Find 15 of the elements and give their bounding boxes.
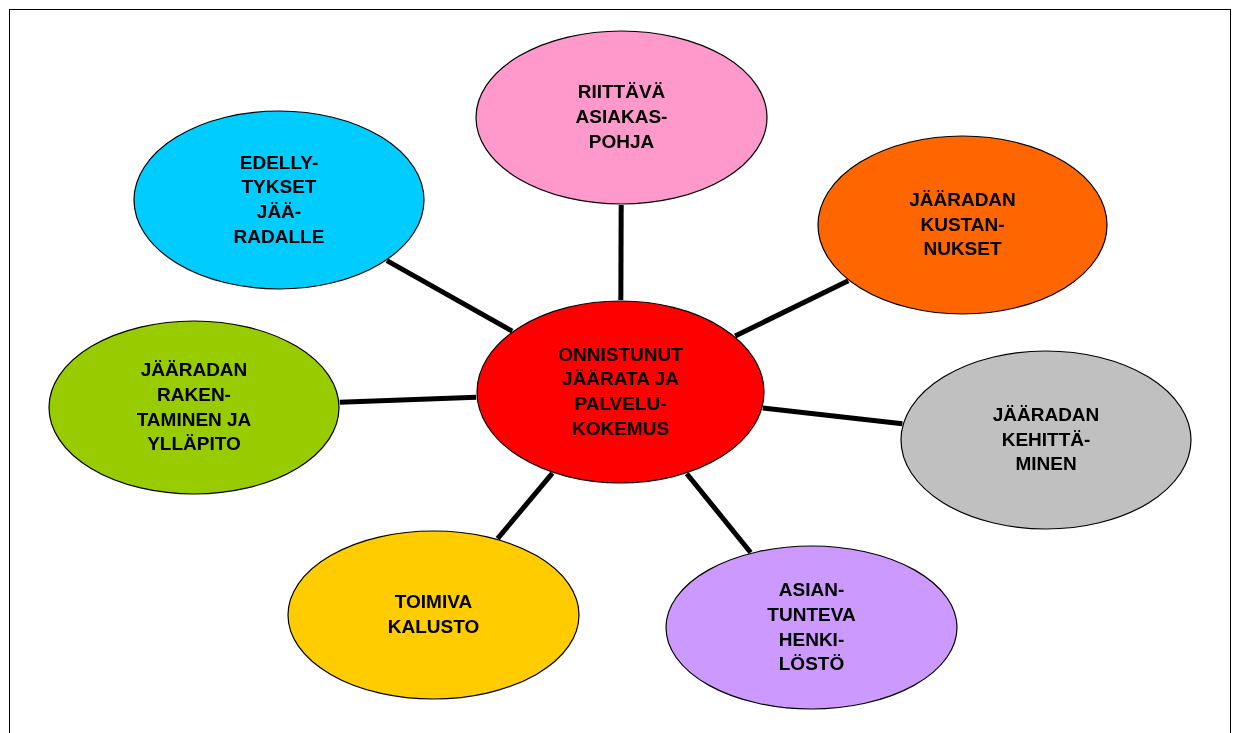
node-label: EDELLY- TYKSET JÄÄ- RADALLE [232, 150, 326, 249]
connector-line [495, 471, 555, 541]
node-label: ONNISTUNUT JÄÄRATA JA PALVELU- KOKEMUS [557, 342, 684, 441]
node-label: TOIMIVA KALUSTO [386, 590, 481, 639]
node-label: JÄÄRADAN KEHITTÄ- MINEN [991, 402, 1101, 477]
connector-line [734, 278, 850, 339]
connector-line [762, 405, 903, 427]
node-label: JÄÄRADAN KUSTAN- NUKSET [908, 187, 1017, 262]
node-label: JÄÄRADAN RAKEN- TAMINEN JA YLLÄPITO [135, 358, 253, 457]
connector-line [618, 205, 624, 300]
connector-line [684, 472, 753, 555]
node-label: ASIAN- TUNTEVA HENKI- LÖSTÖ [766, 578, 857, 677]
connector-line [385, 258, 514, 334]
connector-line [339, 394, 477, 405]
node-label: RIITTÄVÄ ASIAKAS- POHJA [574, 80, 669, 154]
